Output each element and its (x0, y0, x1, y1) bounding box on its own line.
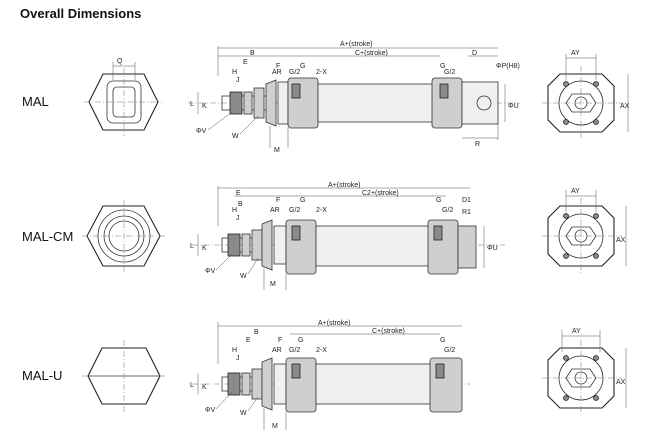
dim-label-f: F (278, 337, 282, 344)
row-mal-u: MAL-U A+(stroke) C+(stroke) B E F G H J … (22, 320, 627, 430)
side-view-mal-cm: A+(stroke) C2+(stroke) E B F G H J AR G/… (190, 182, 505, 290)
row-mal: MAL Q A+(stroke) C+(stroke) B D E (22, 41, 630, 154)
dim-label-ay: AY (571, 50, 580, 57)
dim-label-2x: 2-X (316, 69, 327, 76)
dim-label-m: M (274, 147, 280, 154)
dim-label-c-stroke: C+(stroke) (355, 50, 388, 57)
dim-label-e: E (243, 59, 248, 66)
dim-label-ax: AX (616, 237, 626, 244)
dim-label-e: E (246, 337, 251, 344)
dim-label-ax: AX (616, 379, 626, 386)
dim-label-l: L (190, 101, 194, 108)
dim-label-e: E (236, 190, 241, 197)
dim-label-f: F (276, 197, 280, 204)
dim-label-b: B (254, 329, 259, 336)
dim-label-r: R (475, 141, 480, 148)
dim-label-phi-p: ΦP(H8) (496, 63, 520, 70)
dim-label-a-stroke: A+(stroke) (340, 41, 372, 48)
dim-label-l: L (190, 243, 194, 250)
dim-label-b: B (238, 201, 243, 208)
dim-label-ay: AY (571, 188, 580, 195)
dim-label-f: F (276, 63, 280, 70)
dim-label-j: J (236, 215, 240, 222)
dim-label-g-right: G (440, 337, 445, 344)
dim-label-q: Q (117, 58, 123, 65)
dim-label-h: H (232, 69, 237, 76)
dim-label-a-stroke: A+(stroke) (318, 320, 350, 327)
model-label-mal-cm: MAL-CM (22, 229, 73, 244)
dim-label-l: L (190, 382, 194, 389)
dim-label-ar: AR (270, 207, 280, 214)
dim-label-g: G (300, 63, 305, 70)
dim-label-d: D (472, 50, 477, 57)
dim-label-phi-u: ΦU (487, 245, 498, 252)
dim-label-h: H (232, 347, 237, 354)
dim-label-w: W (232, 133, 239, 140)
end-view-left-mal: Q (84, 58, 162, 136)
dim-label-g2: G/2 (289, 207, 300, 214)
dim-label-g-right: G (440, 63, 445, 70)
dim-label-c2-stroke: C2+(stroke) (362, 190, 399, 197)
end-view-left-mal-u (82, 340, 166, 412)
dim-label-m: M (270, 281, 276, 288)
dim-label-w: W (240, 410, 247, 417)
dim-label-a-stroke: A+(stroke) (328, 182, 360, 189)
dim-label-ar: AR (272, 69, 282, 76)
dim-label-2x: 2-X (316, 207, 327, 214)
dim-label-j: J (236, 77, 240, 84)
dim-label-phi-v: ΦV (205, 268, 216, 275)
dim-label-m: M (272, 423, 278, 430)
dim-label-g2-right: G/2 (444, 347, 455, 354)
dim-label-g2: G/2 (289, 69, 300, 76)
dim-label-2x: 2-X (316, 347, 327, 354)
dim-label-ay: AY (572, 328, 581, 335)
dim-label-ar: AR (272, 347, 282, 354)
dim-label-g2: G/2 (289, 347, 300, 354)
dim-label-g2-right: G/2 (442, 207, 453, 214)
side-view-mal-u: A+(stroke) C+(stroke) B E F G H J AR G/2… (190, 320, 470, 430)
dim-label-g: G (300, 197, 305, 204)
dim-label-j: J (236, 355, 240, 362)
dim-label-b: B (250, 50, 255, 57)
dim-label-phi-v: ΦV (196, 128, 207, 135)
dim-label-phi-v: ΦV (205, 407, 216, 414)
dim-label-k: K (202, 245, 207, 252)
dim-label-w: W (240, 273, 247, 280)
dim-label-g-right: G (436, 197, 441, 204)
dim-label-d1: D1 (462, 197, 471, 204)
dim-label-k: K (202, 103, 207, 110)
dim-label-ax: AX (620, 103, 630, 110)
side-view-mal: A+(stroke) C+(stroke) B D E F G H J AR G… (188, 41, 520, 154)
end-view-left-mal-cm (82, 200, 166, 272)
row-mal-cm: MAL-CM A+(stroke) C2+(stroke) E B F G H … (22, 182, 627, 290)
model-label-mal: MAL (22, 94, 49, 109)
dim-label-r1: R1 (462, 209, 471, 216)
dim-label-h: H (232, 207, 237, 214)
page-title: Overall Dimensions (20, 6, 141, 21)
model-label-mal-u: MAL-U (22, 368, 62, 383)
end-view-right-mal-u: AY AX (542, 328, 627, 416)
dim-label-c-stroke: C+(stroke) (372, 328, 405, 335)
dim-label-g2-right: G/2 (444, 69, 455, 76)
dim-label-k: K (202, 384, 207, 391)
dim-label-g: G (298, 337, 303, 344)
end-view-right-mal: AY AX (542, 50, 630, 140)
dim-label-phi-u: ΦU (508, 103, 519, 110)
end-view-right-mal-cm: AY AX (542, 188, 627, 274)
